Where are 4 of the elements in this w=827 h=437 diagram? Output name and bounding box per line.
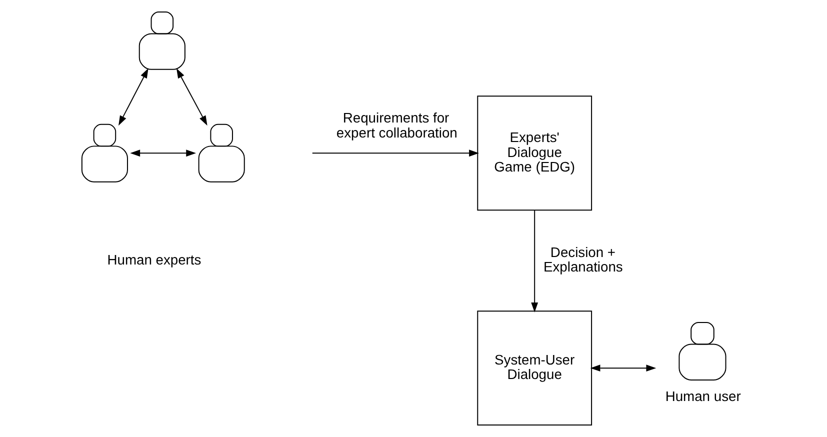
node-label: Human user [665, 388, 741, 404]
label: Human experts [107, 251, 202, 268]
edge-label: Requirements for expert collaboration [336, 110, 458, 140]
edge-label: Decision + Explanations [544, 244, 623, 275]
